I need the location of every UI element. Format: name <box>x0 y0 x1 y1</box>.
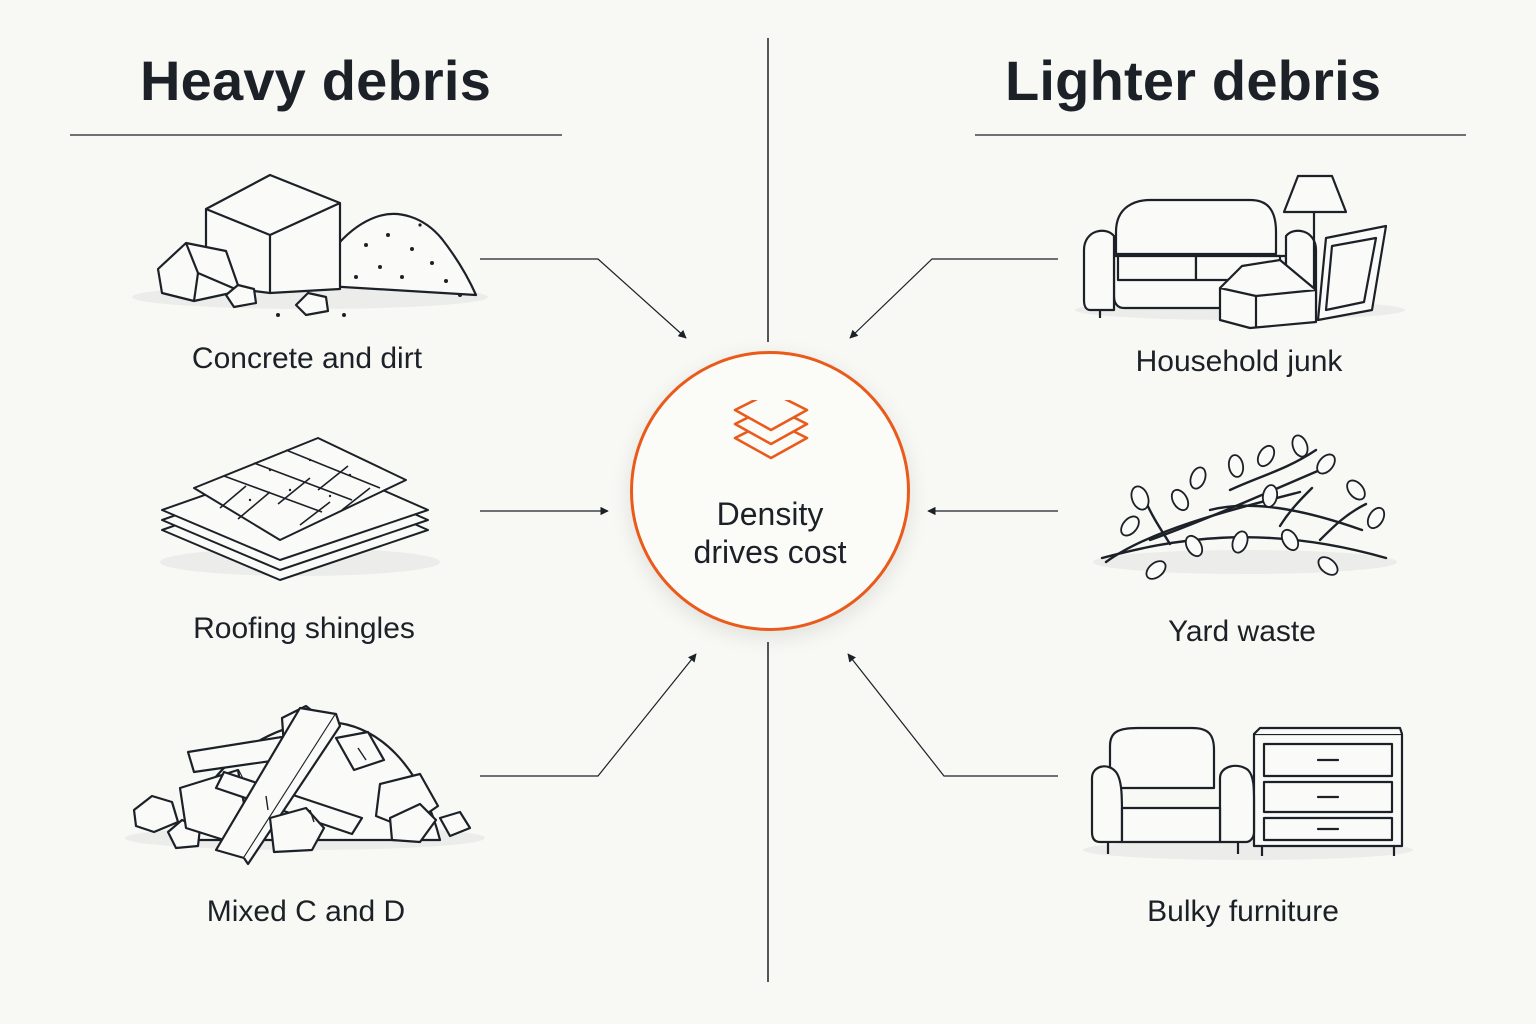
center-label: Density drives cost <box>633 495 907 571</box>
mixed-debris-icon <box>125 704 485 866</box>
center-label-line2: drives cost <box>693 534 847 570</box>
heavy-debris-heading: Heavy debris <box>140 49 492 112</box>
roofing-shingles-label: Roofing shingles <box>193 612 415 645</box>
layers-icon <box>733 400 809 460</box>
household-junk-label: Household junk <box>1135 345 1343 378</box>
arrow-household-junk <box>849 258 1058 339</box>
household-junk-icon <box>1075 174 1405 330</box>
arrow-concrete-dirt <box>480 258 687 339</box>
bulky-furniture-icon <box>1083 726 1413 860</box>
arrow-bulky-furniture <box>847 653 1058 777</box>
density-drives-cost-node: Density drives cost <box>630 351 910 631</box>
roofing-shingles-icon <box>160 437 440 581</box>
concrete-dirt-label: Concrete and dirt <box>191 342 423 375</box>
bulky-furniture-label: Bulky furniture <box>1147 895 1339 928</box>
yard-waste-label: Yard waste <box>1168 615 1316 648</box>
yard-waste-icon <box>1093 434 1397 580</box>
mixed-c-and-d-label: Mixed C and D <box>206 895 406 928</box>
arrow-mixed-c-and-d <box>480 653 697 777</box>
concrete-dirt-icon <box>132 173 488 317</box>
center-label-line1: Density <box>716 496 824 532</box>
lighter-debris-heading: Lighter debris <box>1005 49 1382 112</box>
